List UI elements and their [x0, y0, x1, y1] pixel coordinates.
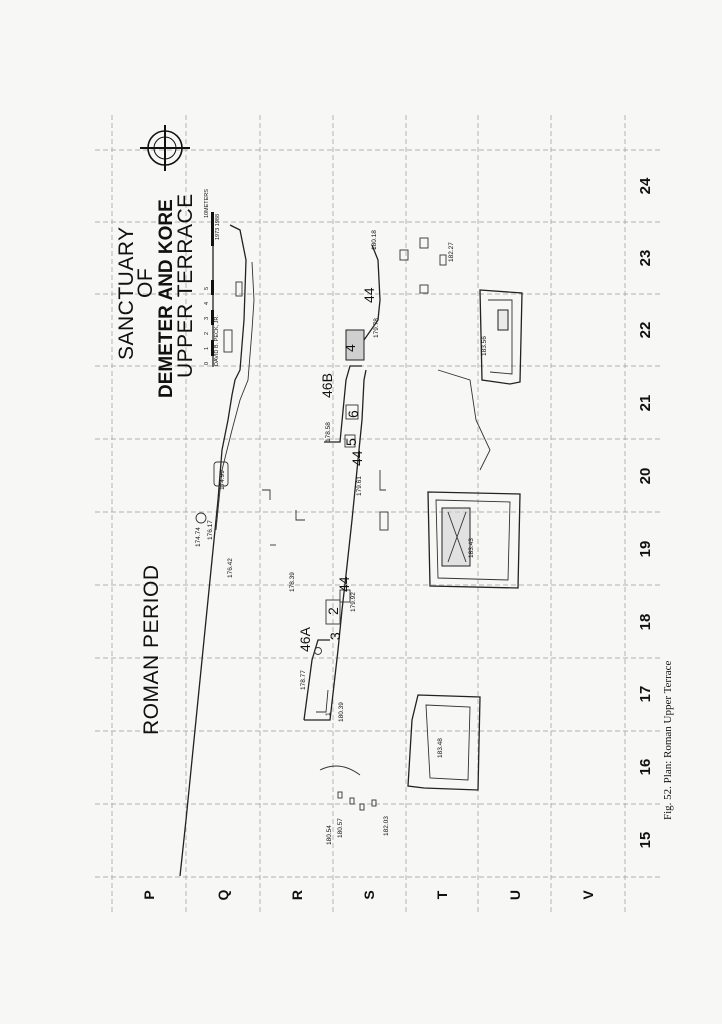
- scale-tick: 1: [204, 347, 210, 350]
- elevation-label: 183.56: [481, 336, 488, 356]
- column-label: 19: [637, 541, 654, 558]
- foundation-u16: [407, 694, 481, 791]
- room-label: 2: [325, 607, 341, 615]
- scale-tick: 0: [204, 362, 210, 365]
- column-label: 22: [637, 322, 654, 339]
- scattered-blocks: [319, 369, 491, 811]
- foundation-u22: [479, 289, 523, 385]
- title-line-4: UPPER TERRACE: [174, 193, 197, 378]
- room-label: 4: [342, 344, 358, 352]
- column-labels: 15 16 17 18 19 20 21 22 23 24: [637, 177, 654, 848]
- room-label: 44: [361, 287, 377, 303]
- elevation-label: 182.03: [383, 816, 390, 836]
- elevation-label: 180.18: [371, 230, 378, 250]
- row-label: T: [434, 890, 450, 899]
- title-line-2: OF: [134, 268, 157, 298]
- room-label: 5: [343, 438, 359, 446]
- row-label: Q: [215, 889, 231, 900]
- elevation-label: 176.42: [227, 558, 234, 578]
- terrace-wall: [179, 224, 305, 877]
- scale-year: 1973 1988: [215, 214, 221, 240]
- row-label: R: [289, 890, 305, 900]
- room-label: 44: [336, 576, 352, 592]
- elevation-label: 178.77: [300, 670, 307, 690]
- title-line-1: SANCTUARY: [115, 226, 138, 360]
- elevation-label: 174.74: [195, 527, 202, 547]
- column-label: 20: [637, 468, 654, 485]
- elevation-label: 179.92: [350, 592, 357, 612]
- row-label: S: [361, 890, 377, 899]
- room-label: 3: [327, 632, 343, 640]
- elevation-labels: 174.74 174.99 176.17 176.42 178.39 178.7…: [195, 230, 488, 845]
- column-label: 15: [637, 832, 654, 849]
- elevation-label: 183.43: [468, 538, 475, 558]
- elevation-label: 183.48: [437, 738, 444, 758]
- row-labels: P Q R S T U V: [141, 889, 596, 900]
- elevation-label: 179.61: [356, 476, 363, 496]
- scale-tick: 4: [204, 302, 210, 305]
- elevation-label: 176.17: [207, 520, 214, 540]
- column-label: 23: [637, 250, 654, 267]
- elevation-label: 180.54: [326, 825, 333, 845]
- column-label: 18: [637, 614, 654, 631]
- scale-credit: DAVID B. PECK, JR.: [214, 315, 220, 366]
- column-label: 16: [637, 759, 654, 776]
- elevation-label: 180.57: [337, 818, 344, 838]
- scale-bar: 0 1 2 3 4 5 10 METERS DAVID B. PECK, JR.…: [204, 189, 221, 367]
- period-label: ROMAN PERIOD: [140, 564, 163, 735]
- room-label: 1: [325, 712, 332, 716]
- room-label: 6: [345, 410, 361, 418]
- column-label: 17: [637, 686, 654, 703]
- room-label: 46B: [319, 373, 335, 398]
- grid: [95, 115, 660, 915]
- row-label: U: [507, 890, 523, 900]
- column-label: 21: [637, 395, 654, 412]
- foundation-u19: [427, 491, 521, 589]
- north-arrow-icon: [140, 125, 190, 171]
- column-label: 24: [637, 177, 654, 194]
- scale-tick: 10: [204, 212, 210, 218]
- room-complex-s: [303, 237, 447, 721]
- room-labels: 46A 46B 44 44 44 1 2 3 4 5 6: [297, 287, 377, 716]
- figure-caption: Fig. 52. Plan: Roman Upper Terrace: [662, 660, 674, 820]
- elevation-label: 174.99: [219, 470, 226, 490]
- elevation-label: 179.78: [373, 318, 380, 338]
- title-block: SANCTUARY OF DEMETER AND KORE UPPER TERR…: [115, 193, 197, 735]
- title-line-3: DEMETER AND KORE: [156, 199, 177, 398]
- elevation-label: 178.39: [289, 572, 296, 592]
- scale-tick: 3: [204, 317, 210, 320]
- room-label: 46A: [297, 626, 313, 652]
- row-label: V: [580, 890, 596, 900]
- elevation-label: 182.27: [448, 242, 455, 262]
- scale-tick: 5: [204, 287, 210, 290]
- row-label: P: [141, 890, 157, 899]
- room-label: 44: [349, 450, 365, 466]
- elevation-label: 178.58: [325, 422, 332, 442]
- elevation-label: 180.39: [338, 702, 345, 722]
- scale-tick: 2: [204, 332, 210, 335]
- scale-unit: METERS: [204, 189, 210, 212]
